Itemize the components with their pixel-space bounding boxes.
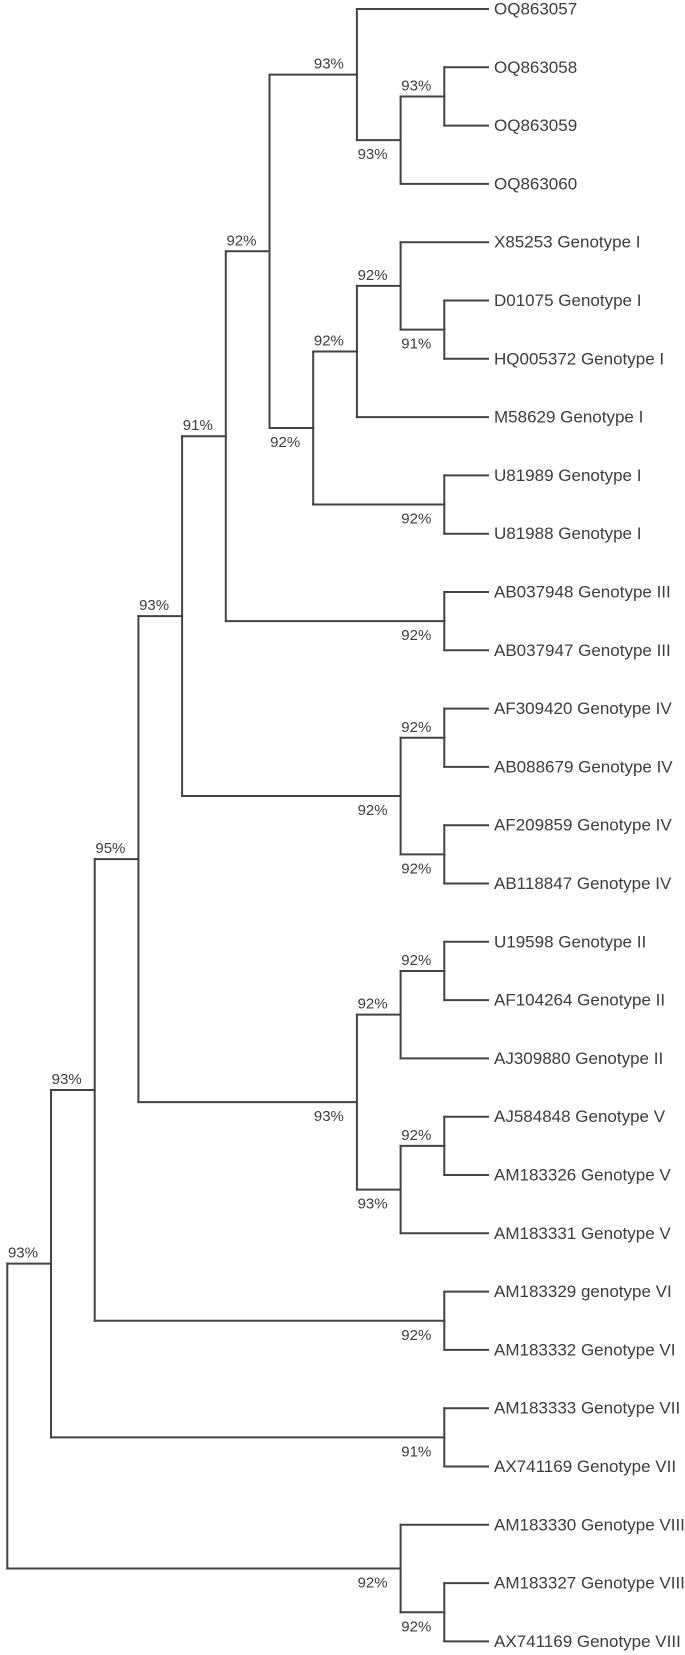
taxon-label: AM183331 Genotype V bbox=[494, 1224, 671, 1243]
taxon-label: AM183332 Genotype VI bbox=[494, 1340, 675, 1359]
taxon-label: OQ863060 bbox=[494, 174, 577, 193]
bootstrap-label: 93% bbox=[358, 1196, 388, 1213]
bootstrap-label: 92% bbox=[314, 333, 344, 350]
taxon-label: AM183327 Genotype VIII bbox=[494, 1574, 685, 1593]
taxon-label: AB037948 Genotype III bbox=[494, 583, 671, 602]
taxon-label: U81988 Genotype I bbox=[494, 524, 641, 543]
bootstrap-label: 91% bbox=[401, 336, 431, 353]
taxon-label: OQ863058 bbox=[494, 58, 577, 77]
bootstrap-label: 92% bbox=[226, 232, 256, 249]
bootstrap-label: 92% bbox=[270, 434, 300, 451]
taxon-label: AF309420 Genotype IV bbox=[494, 699, 672, 718]
taxon-label: X85253 Genotype I bbox=[494, 233, 641, 252]
taxon-label: AM183330 Genotype VIII bbox=[494, 1515, 685, 1534]
bootstrap-label: 92% bbox=[401, 1127, 431, 1144]
taxon-label: AF209859 Genotype IV bbox=[494, 816, 672, 835]
bootstrap-label: 93% bbox=[52, 1071, 82, 1088]
taxon-label: AX741169 Genotype VII bbox=[494, 1457, 676, 1476]
bootstrap-label: 92% bbox=[401, 1618, 431, 1635]
taxon-label: AM183326 Genotype V bbox=[494, 1166, 671, 1185]
bootstrap-label: 93% bbox=[401, 77, 431, 94]
bootstrap-label: 93% bbox=[314, 56, 344, 73]
bootstrap-label: 93% bbox=[8, 1245, 38, 1262]
taxon-label: AB118847 Genotype IV bbox=[494, 874, 672, 893]
bootstrap-label: 93% bbox=[314, 1108, 344, 1125]
bootstrap-label: 92% bbox=[401, 627, 431, 644]
taxon-label: OQ863059 bbox=[494, 116, 577, 135]
taxon-label: M58629 Genotype I bbox=[494, 408, 643, 427]
taxon-label: D01075 Genotype I bbox=[494, 291, 641, 310]
taxon-label: U19598 Genotype II bbox=[494, 932, 646, 951]
taxon-label: AF104264 Genotype II bbox=[494, 991, 665, 1010]
bootstrap-label: 91% bbox=[401, 1443, 431, 1460]
bootstrap-label: 93% bbox=[358, 146, 388, 163]
taxon-label: HQ005372 Genotype I bbox=[494, 349, 664, 368]
taxon-label: AM183329 genotype VI bbox=[494, 1282, 672, 1301]
bootstrap-label: 91% bbox=[183, 417, 213, 434]
bootstrap-label: 92% bbox=[358, 267, 388, 284]
taxon-label: AJ309880 Genotype II bbox=[494, 1049, 663, 1068]
taxon-label: U81989 Genotype I bbox=[494, 466, 641, 485]
bootstrap-label: 92% bbox=[358, 1575, 388, 1592]
taxon-label: AJ584848 Genotype V bbox=[494, 1107, 666, 1126]
taxon-label: AX741169 Genotype VIII bbox=[494, 1632, 681, 1651]
bootstrap-label: 92% bbox=[401, 1327, 431, 1344]
bootstrap-label: 92% bbox=[401, 952, 431, 969]
bootstrap-label: 92% bbox=[358, 996, 388, 1013]
bootstrap-label: 92% bbox=[401, 511, 431, 528]
bootstrap-label: 92% bbox=[358, 802, 388, 819]
taxon-label: AB037947 Genotype III bbox=[494, 641, 671, 660]
bootstrap-label: 92% bbox=[401, 860, 431, 877]
bootstrap-label: 92% bbox=[401, 719, 431, 736]
taxon-label: AM183333 Genotype VII bbox=[494, 1399, 680, 1418]
taxon-label: OQ863057 bbox=[494, 0, 577, 19]
bootstrap-label: 95% bbox=[95, 840, 125, 857]
bootstrap-label: 93% bbox=[139, 597, 169, 614]
taxon-label: AB088679 Genotype IV bbox=[494, 757, 673, 776]
